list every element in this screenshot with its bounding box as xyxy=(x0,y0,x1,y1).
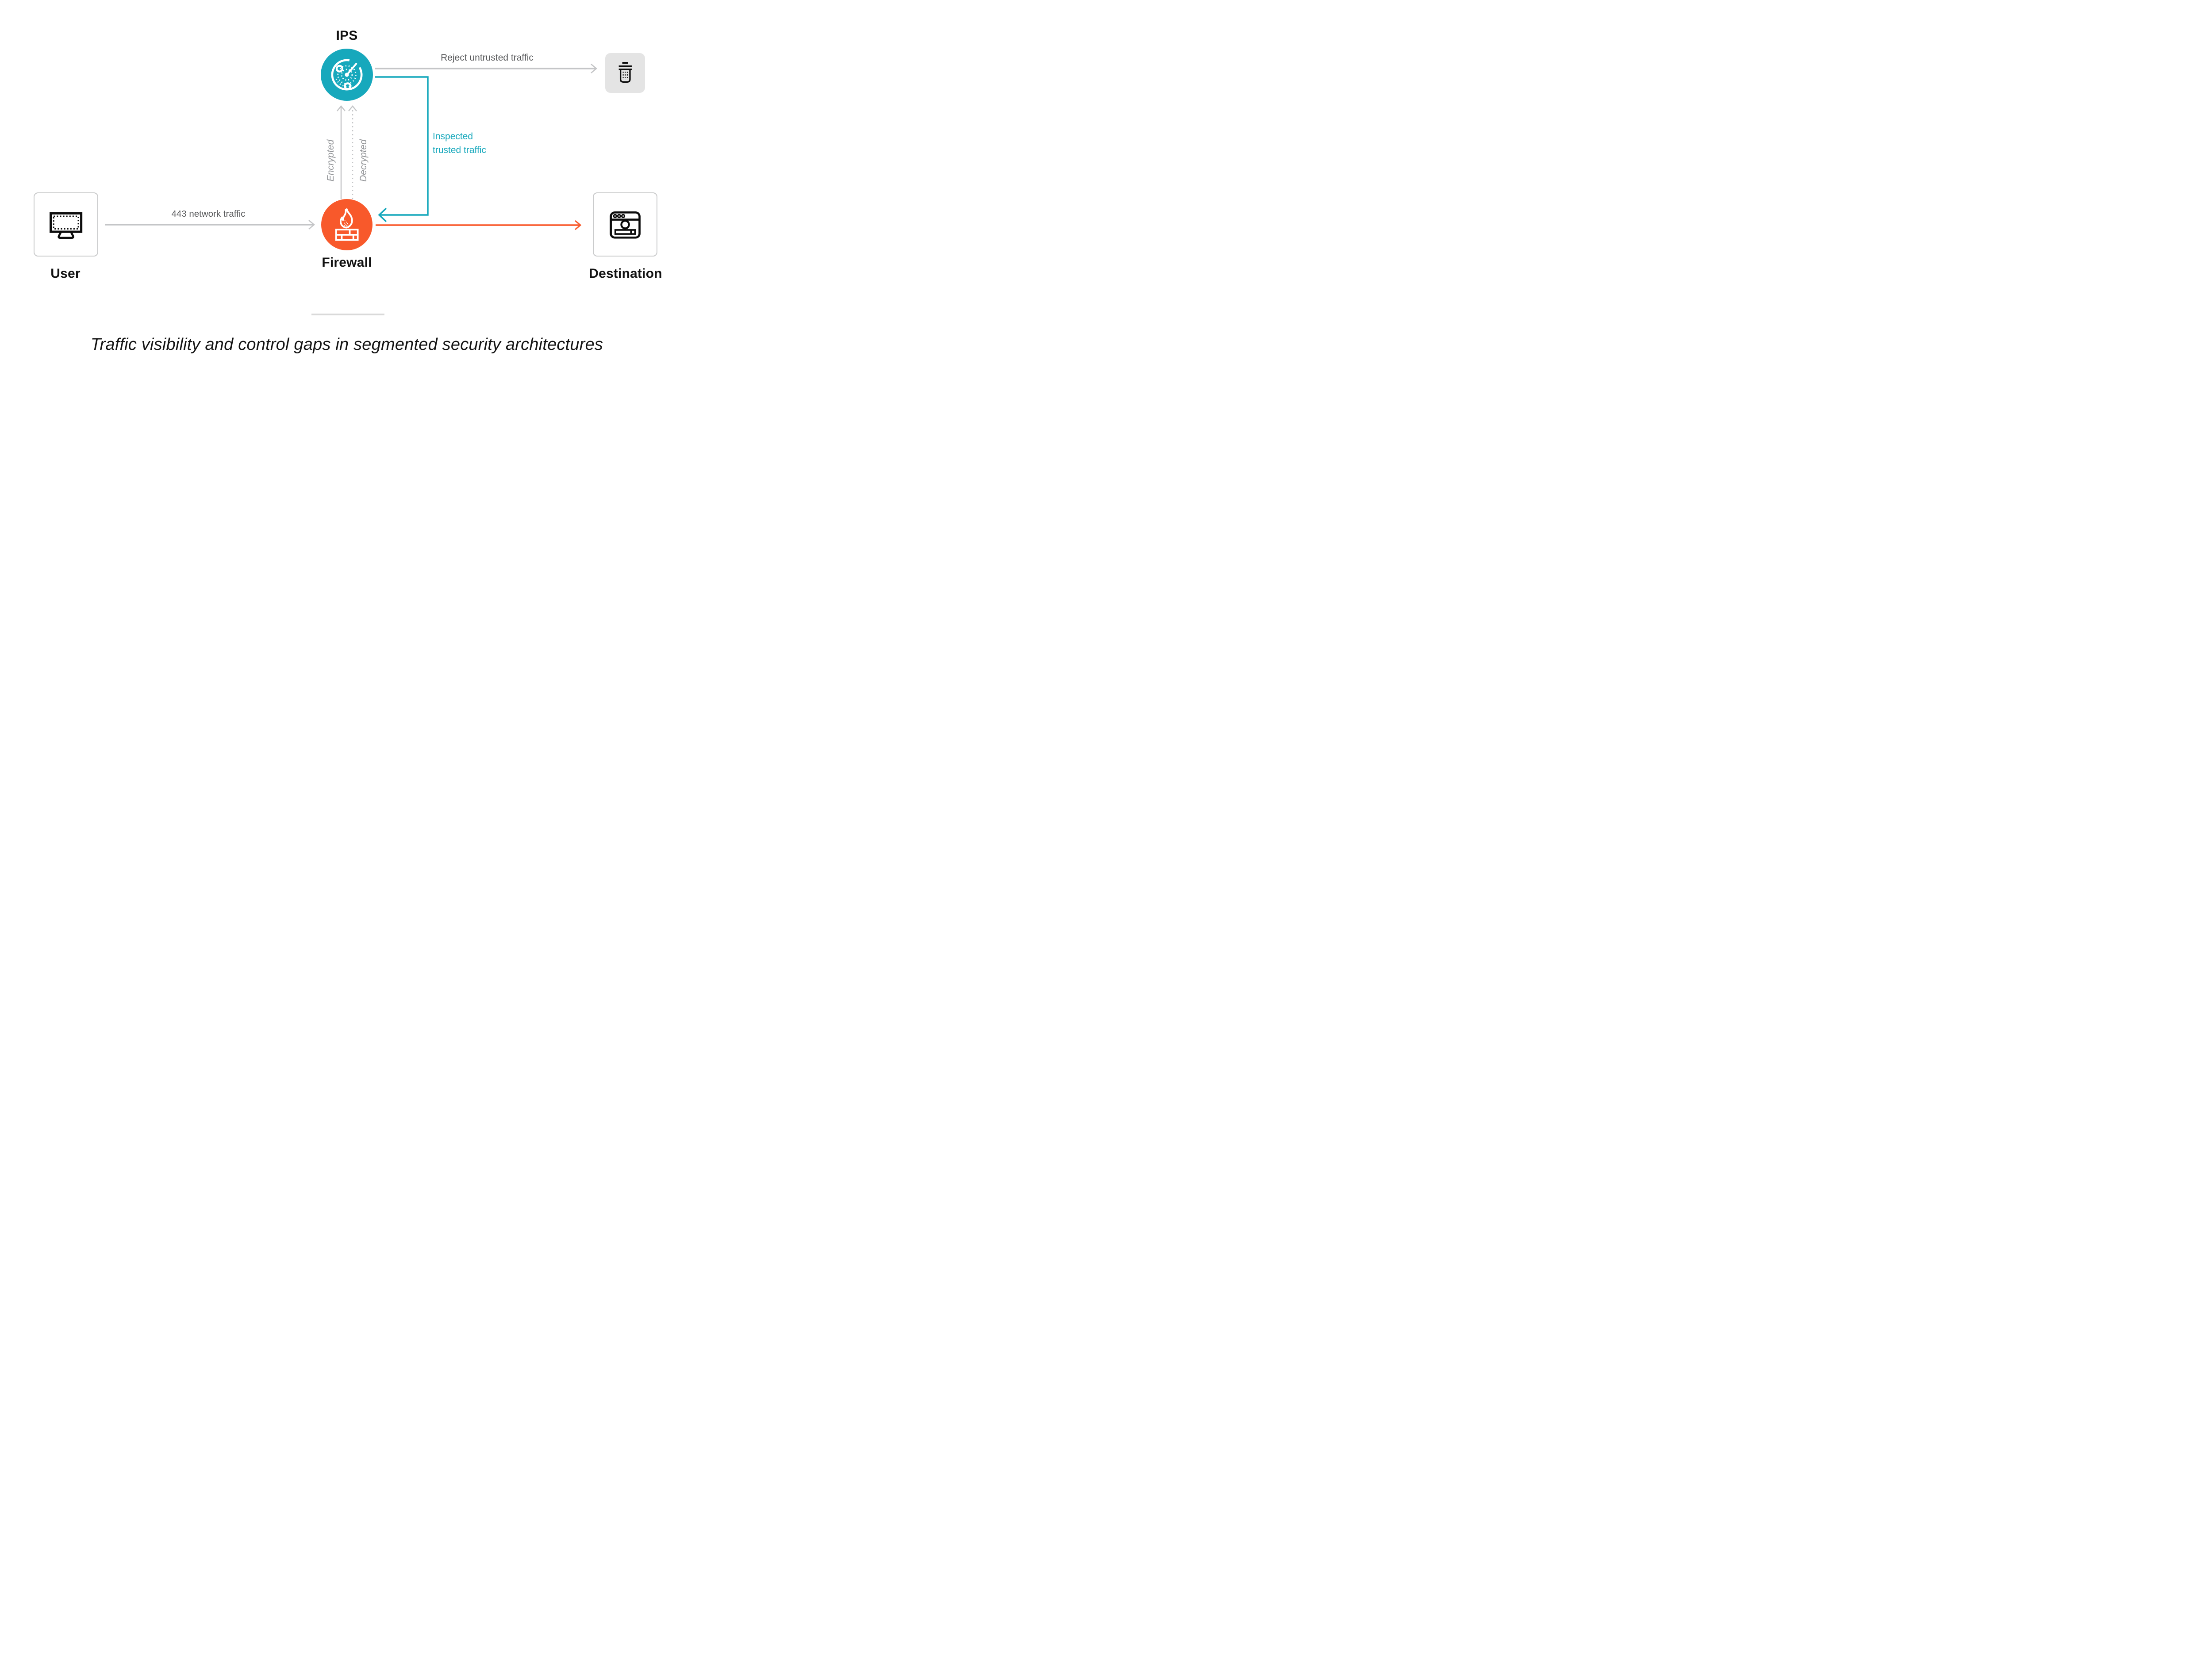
inspected-trusted-label-line1: Inspected xyxy=(433,131,473,142)
trash-node xyxy=(605,53,645,93)
user-to-firewall-arrow xyxy=(105,220,315,230)
divider-line xyxy=(311,314,384,315)
connector-layer xyxy=(105,64,597,230)
inspected-trusted-arrow xyxy=(375,76,429,222)
ips-node xyxy=(321,49,373,101)
reject-arrow xyxy=(375,64,597,73)
inspected-trusted-label-line2: trusted traffic xyxy=(433,145,486,155)
destination-label: Destination xyxy=(589,266,662,281)
reject-untrusted-label: Reject untrusted traffic xyxy=(441,53,534,63)
network-traffic-label: 443 network traffic xyxy=(171,209,246,219)
firewall-to-destination-arrow xyxy=(376,220,582,230)
decrypted-label: Decrypted xyxy=(358,139,369,182)
ips-label: IPS xyxy=(336,28,358,43)
decrypted-arrow xyxy=(348,105,357,199)
user-node xyxy=(34,192,98,257)
encrypted-label: Encrypted xyxy=(326,139,336,182)
firewall-label: Firewall xyxy=(322,255,372,270)
diagram-canvas: IPS xyxy=(0,0,694,390)
inspected-trusted-label: Inspected trusted traffic xyxy=(433,130,530,157)
encrypted-arrow xyxy=(337,105,346,199)
destination-node xyxy=(593,192,657,257)
caption: Traffic visibility and control gaps in s… xyxy=(90,335,603,354)
firewall-node xyxy=(321,199,373,250)
user-label: User xyxy=(50,266,81,281)
